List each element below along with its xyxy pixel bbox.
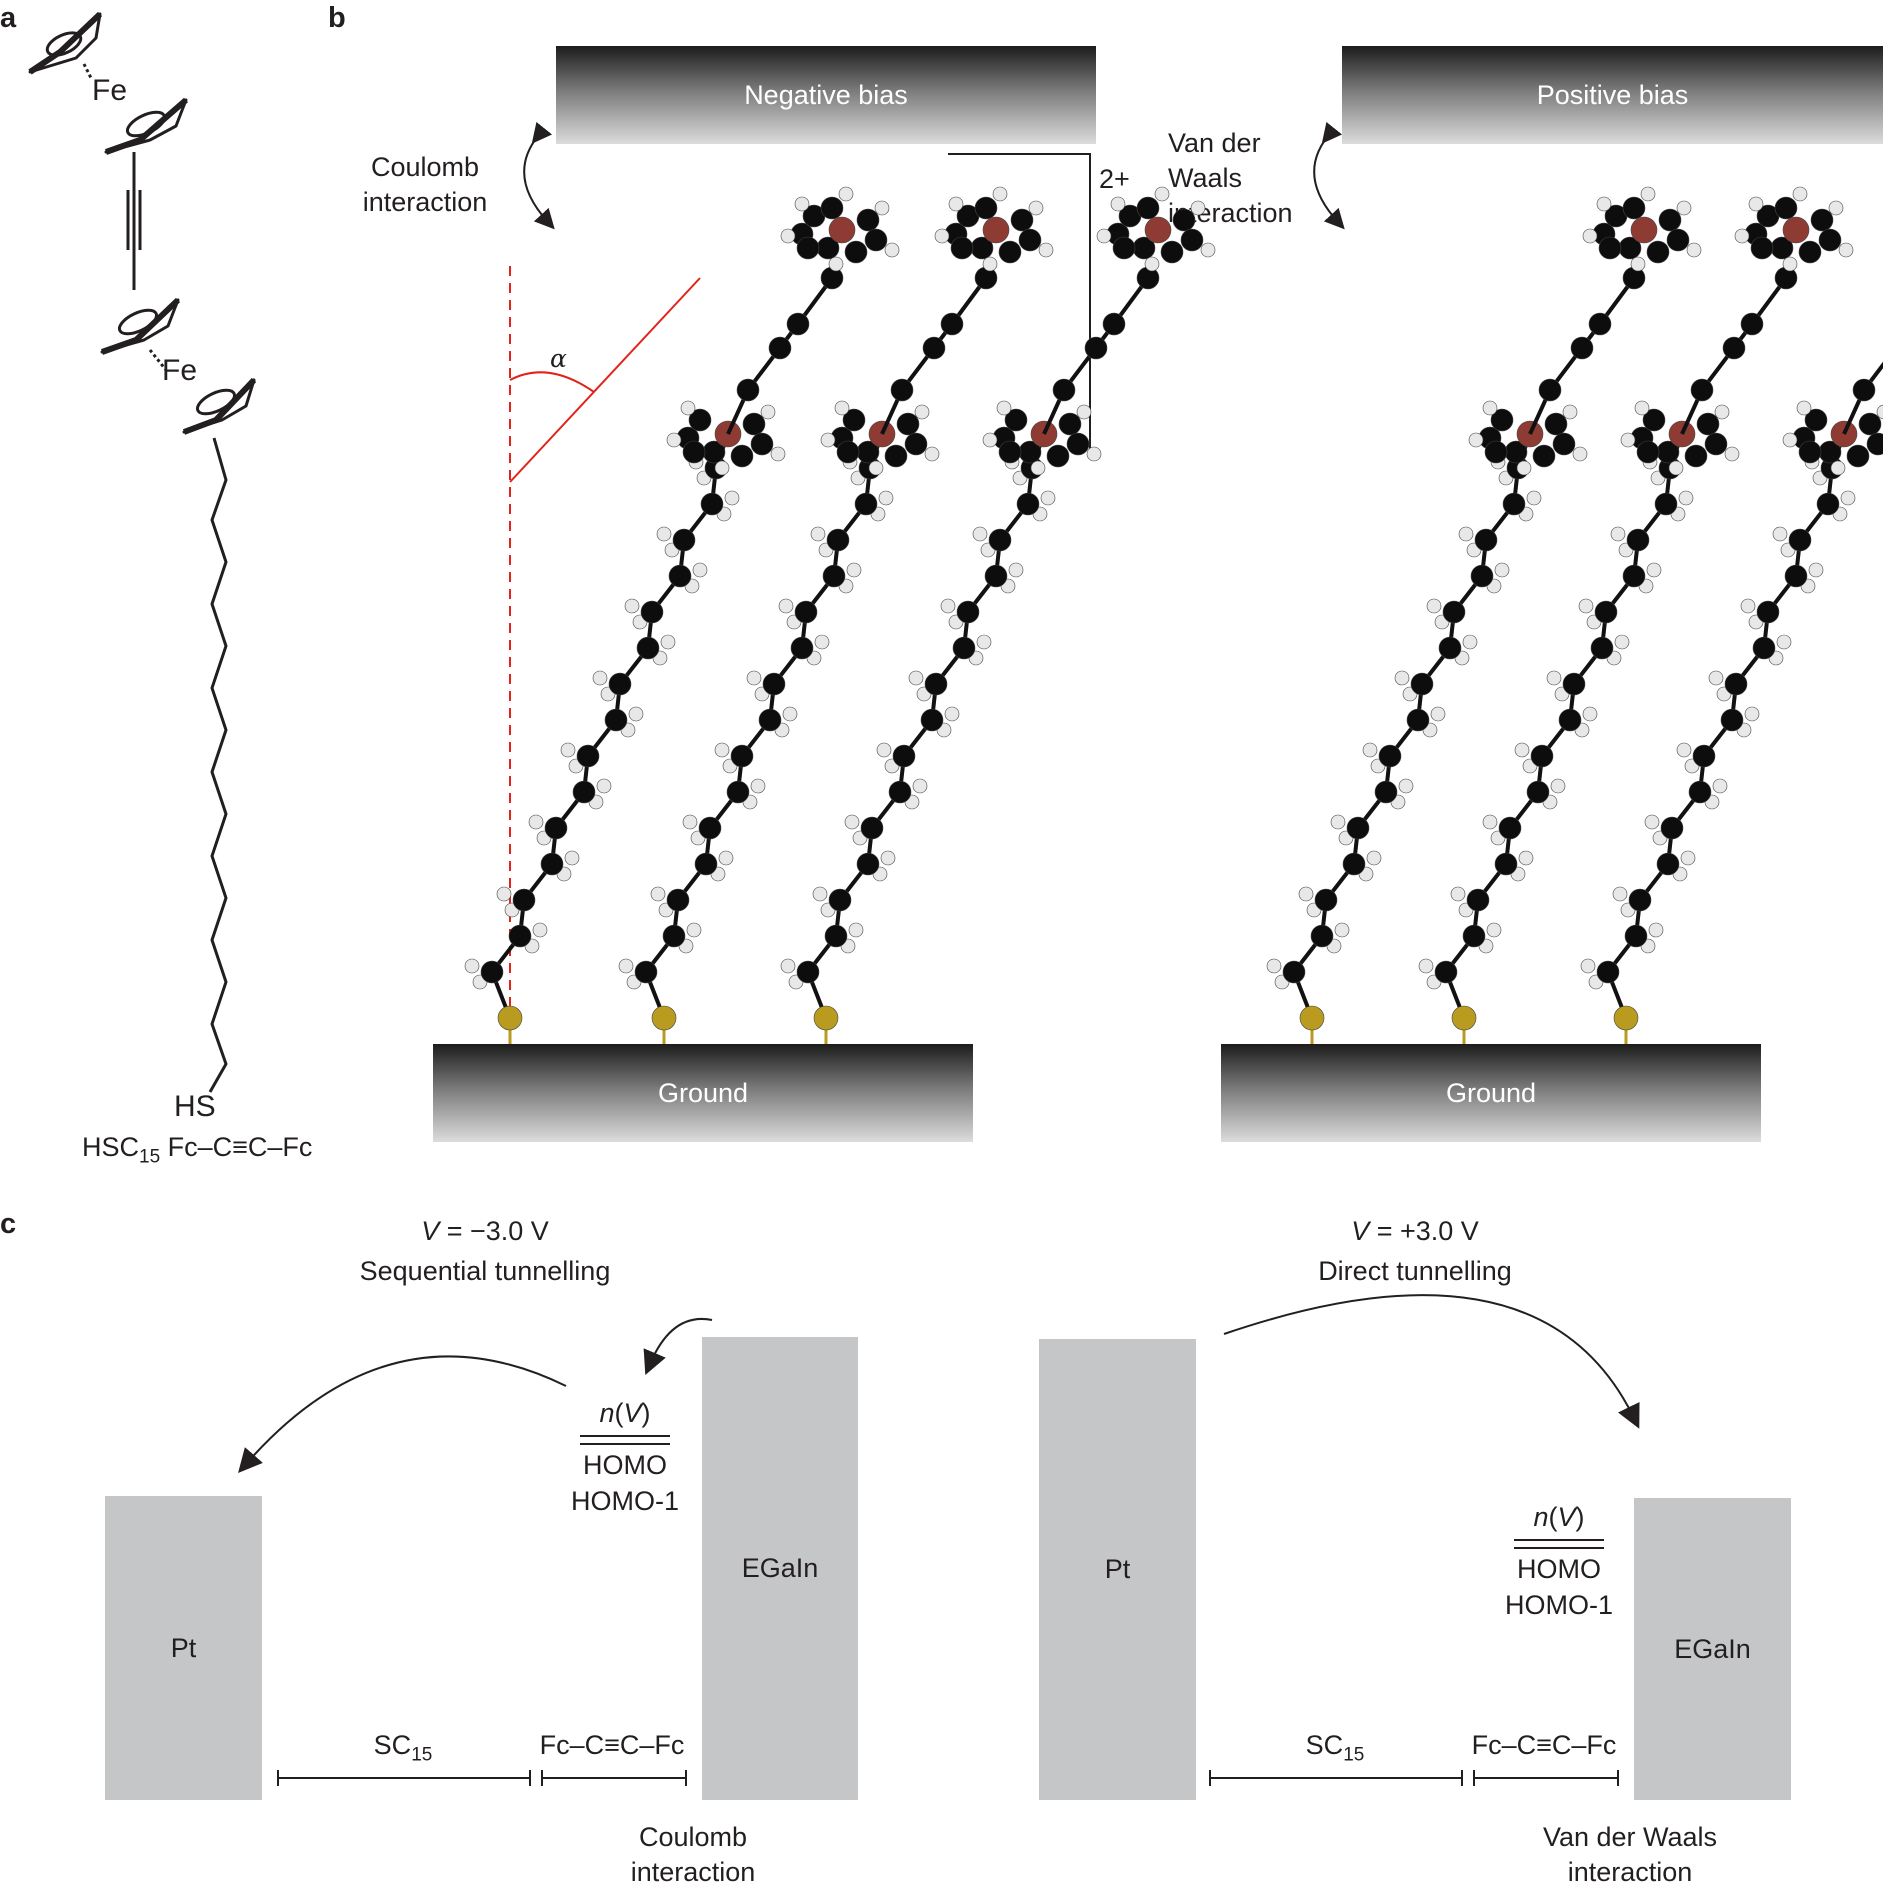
left-scale-bars [278,1770,686,1786]
left-small-arrow [650,1319,712,1364]
left-large-arrow [246,1356,566,1464]
right-scale-bars [1210,1770,1618,1786]
right-large-arrow [1224,1295,1634,1418]
